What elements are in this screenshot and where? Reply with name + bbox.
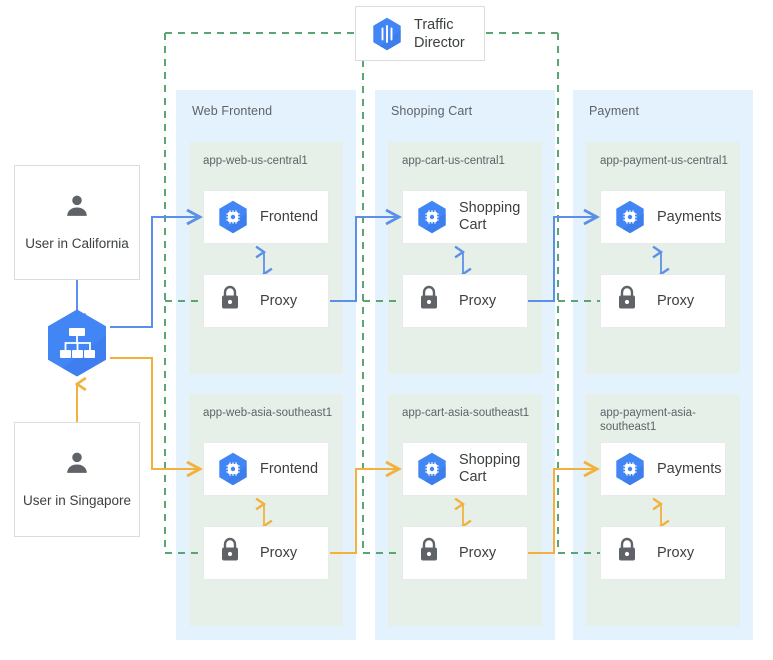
zone-title: Web Frontend <box>192 104 273 118</box>
service-label: Proxy <box>260 544 298 561</box>
service-card-proxy-payment-us-central1[interactable]: Proxy <box>600 274 726 328</box>
lock-icon <box>218 536 248 570</box>
service-card-payments-us-central1[interactable]: Payments <box>600 190 726 244</box>
cluster-app-payment-asia-southeast1: app-payment-asia-southeast1 <box>586 394 740 626</box>
user-singapore-node[interactable]: User in Singapore <box>14 422 140 537</box>
cluster-title: app-payment-asia-southeast1 <box>600 407 696 433</box>
cluster-app-cart-us-central1: app-cart-us-central1 <box>388 142 542 374</box>
cluster-app-payment-us-central1: app-payment-us-central1 <box>586 142 740 374</box>
cluster-title: app-cart-asia-southeast1 <box>402 407 530 419</box>
user-california-node[interactable]: User in California <box>14 165 140 280</box>
service-label: Payments <box>657 208 722 225</box>
cluster-title: app-web-us-central1 <box>203 155 308 167</box>
service-card-proxy-payment-asia-southeast1[interactable]: Proxy <box>600 526 726 580</box>
lock-icon <box>417 536 447 570</box>
cluster-app-web-asia-southeast1: app-web-asia-southeast1 <box>189 394 343 626</box>
gce-instance-icon <box>417 452 447 486</box>
zone-title: Payment <box>589 104 640 118</box>
traffic-director-node[interactable]: Traffic Director <box>355 6 485 61</box>
service-label: Proxy <box>459 544 497 561</box>
service-card-proxy-web-us-central1[interactable]: Proxy <box>203 274 329 328</box>
cluster-title: app-web-asia-southeast1 <box>203 407 333 419</box>
service-card-cart-asia-southeast1[interactable]: Shopping Cart <box>402 442 528 496</box>
user-label: User in California <box>25 236 129 251</box>
service-card-proxy-cart-us-central1[interactable]: Proxy <box>402 274 528 328</box>
cluster-title: app-payment-us-central1 <box>600 155 728 167</box>
user-label: User in Singapore <box>22 493 132 508</box>
service-card-frontend-asia-southeast1[interactable]: Frontend <box>203 442 329 496</box>
lock-icon <box>615 284 645 318</box>
cluster-app-web-us-central1: app-web-us-central1 <box>189 142 343 374</box>
gce-instance-icon <box>218 200 248 234</box>
service-card-payments-asia-southeast1[interactable]: Payments <box>600 442 726 496</box>
cluster-title: app-cart-us-central1 <box>402 155 505 167</box>
service-label: Frontend <box>260 208 319 225</box>
gce-instance-icon <box>417 200 447 234</box>
service-label: Frontend <box>260 460 319 477</box>
cluster-app-cart-asia-southeast1: app-cart-asia-southeast1 <box>388 394 542 626</box>
person-icon <box>63 449 91 482</box>
service-label: Proxy <box>657 292 695 309</box>
service-label: Proxy <box>260 292 298 309</box>
gce-instance-icon <box>615 200 645 234</box>
zone-title: Shopping Cart <box>391 104 473 118</box>
service-card-proxy-web-asia-southeast1[interactable]: Proxy <box>203 526 329 580</box>
lock-icon <box>218 284 248 318</box>
traffic-director-label: Traffic Director <box>414 16 465 51</box>
service-card-frontend-us-central1[interactable]: Frontend <box>203 190 329 244</box>
service-label: Payments <box>657 460 722 477</box>
service-card-cart-us-central1[interactable]: Shopping Cart <box>402 190 528 244</box>
load-balancer-node[interactable] <box>45 308 109 378</box>
service-label: Proxy <box>459 292 497 309</box>
traffic-director-icon <box>372 17 402 51</box>
service-card-proxy-cart-asia-southeast1[interactable]: Proxy <box>402 526 528 580</box>
service-label: Shopping Cart <box>459 200 521 233</box>
service-label: Proxy <box>657 544 695 561</box>
lock-icon <box>417 284 447 318</box>
lock-icon <box>615 536 645 570</box>
gce-instance-icon <box>218 452 248 486</box>
gce-instance-icon <box>615 452 645 486</box>
service-label: Shopping Cart <box>459 452 521 485</box>
person-icon <box>63 192 91 225</box>
